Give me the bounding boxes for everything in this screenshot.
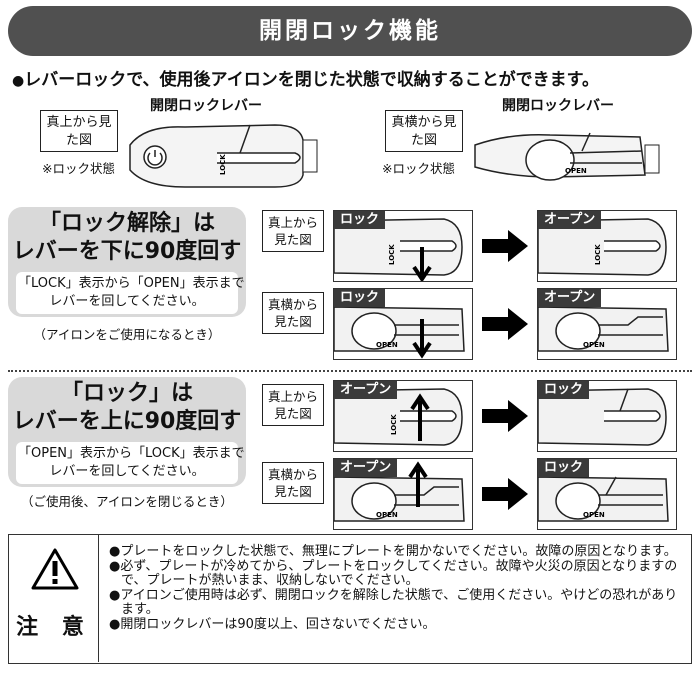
lock-instruction-line2: レバーを回してください。 — [49, 464, 205, 479]
s2-row1-after-tag: ロック — [538, 381, 590, 399]
s2-row1-view-label: 真上から見た図 — [262, 384, 324, 426]
s1-row1-before-tag: ロック — [334, 211, 386, 229]
svg-text:LOCK: LOCK — [594, 244, 602, 265]
bullet: ● — [12, 73, 25, 89]
svg-text:OPEN: OPEN — [376, 341, 398, 349]
top-right-device-illustration: OPEN — [474, 132, 660, 181]
s1-row2-view-label: 真横から見た図 — [262, 292, 324, 334]
top-left-device-illustration: LOCK — [129, 124, 318, 188]
s1-row1-after-frame: LOCK オープン — [537, 210, 677, 282]
s2-row1-after-frame: ロック — [537, 380, 677, 452]
s1-row2-after-tag: オープン — [538, 289, 602, 307]
s1-row2-after-frame: OPEN オープン — [537, 288, 677, 360]
svg-text:OPEN: OPEN — [583, 511, 605, 519]
s1-row1-before-frame: LOCK ロック — [333, 210, 473, 282]
unlock-instruction-line2: レバーを回してください。 — [49, 294, 205, 309]
side-view-lock-lever-down-illustration: OPEN — [334, 306, 465, 359]
top-view-lock-lever-down-illustration: LOCK — [334, 218, 463, 281]
s2-row2-after-tag: ロック — [538, 459, 590, 477]
lead-text: ●レバーロックで、使用後アイロンを閉じた状態で収納することができます。 — [12, 65, 692, 90]
side-view-locked-illustration: OPEN — [538, 476, 669, 522]
caution-item: ●アイロンご使用時は必ず、開閉ロックを解除した状態で、ご使用ください。やけどの恐… — [109, 587, 678, 617]
top-left-note: ※ロック状態 — [42, 161, 115, 176]
right-arrow-icon — [482, 308, 528, 340]
top-right-lever-label: 開閉ロックレバー — [502, 98, 614, 114]
caution-list: ●プレートをロックした状態で、無理にプレートを開かないでください。故障の原因とな… — [109, 544, 687, 632]
unlock-panel: 「ロック解除」は レバーを下に90度回す 「LOCK」表示から「OPEN」表示ま… — [8, 207, 246, 317]
lead-sentence: レバーロックで、使用後アイロンを閉じた状態で収納することができます。 — [24, 70, 599, 90]
s2-row1-before-tag: オープン — [334, 381, 398, 399]
section-title: 開閉ロック機能 — [8, 6, 692, 56]
view-label-text: 真横から見た図 — [391, 115, 457, 148]
warning-triangle-icon — [31, 548, 79, 590]
svg-text:OPEN: OPEN — [376, 511, 398, 519]
s1-row1-view-label: 真上から見た図 — [262, 210, 324, 252]
top-view-lock-lever-up-illustration: LOCK — [334, 388, 463, 446]
unlock-instruction-line1: 「LOCK」表示から「OPEN」表示まで — [18, 276, 245, 291]
top-left-lever-label: 開閉ロックレバー — [150, 98, 262, 114]
top-right-view-label: 真横から見た図 — [385, 110, 463, 152]
svg-text:LOCK: LOCK — [388, 244, 396, 265]
unlock-title-line1: 「ロック解除」は — [38, 211, 215, 236]
right-arrow-icon — [482, 230, 528, 262]
s1-row2-before-frame: OPEN ロック — [333, 288, 473, 360]
side-view-lock-lever-up-illustration: OPEN — [334, 461, 465, 522]
side-view-open-illustration: OPEN — [538, 306, 669, 352]
lock-title-line1: 「ロック」は — [60, 381, 193, 406]
caution-item: ●開閉ロックレバーは90度以上、回さないでください。 — [109, 616, 436, 632]
s2-row2-before-tag: オープン — [334, 459, 398, 477]
top-view-locked-illustration — [538, 388, 667, 446]
s2-row1-before-frame: LOCK オープン — [333, 380, 473, 452]
lock-instruction-line1: 「OPEN」表示から「LOCK」表示まで — [18, 446, 245, 461]
s2-row2-view-label: 真横から見た図 — [262, 462, 324, 504]
lock-title-line2: レバーを上に90度回す — [12, 409, 242, 434]
unlock-title-line2: レバーを下に90度回す — [12, 239, 242, 264]
s2-row2-after-frame: OPEN ロック — [537, 458, 677, 530]
caution-label-column: 注 意 — [9, 535, 99, 662]
svg-text:OPEN: OPEN — [583, 341, 605, 349]
caution-word: 注 意 — [16, 615, 92, 640]
top-left-view-label: 真上から見た図 — [40, 110, 118, 152]
unlock-instruction: 「LOCK」表示から「OPEN」表示まで レバーを回してください。 — [16, 272, 245, 314]
lock-panel: 「ロック」は レバーを上に90度回す 「OPEN」表示から「LOCK」表示まで … — [8, 377, 246, 487]
device-lock-text: LOCK — [219, 154, 227, 175]
unlock-caption: （アイロンをご使用になるとき） — [33, 327, 221, 342]
top-view-open-illustration: LOCK — [538, 218, 667, 276]
caution-box: 注 意 ●プレートをロックした状態で、無理にプレートを開かないでください。故障の… — [8, 534, 692, 664]
view-label-text: 真上から見た図 — [46, 115, 112, 148]
section-divider — [8, 370, 692, 372]
s1-row2-before-tag: ロック — [334, 289, 386, 307]
lock-caption: （ご使用後、アイロンを閉じるとき） — [21, 494, 233, 509]
right-arrow-icon — [482, 478, 528, 510]
right-arrow-icon — [482, 400, 528, 432]
s2-row2-before-frame: OPEN オープン — [333, 458, 473, 530]
caution-item: ●必ず、プレートが冷めてから、プレートをロックしてください。故障や火災の原因とな… — [109, 558, 678, 588]
lock-instruction: 「OPEN」表示から「LOCK」表示まで レバーを回してください。 — [16, 442, 245, 484]
top-right-note: ※ロック状態 — [382, 161, 455, 176]
s1-row1-after-tag: オープン — [538, 211, 602, 229]
device-open-text: OPEN — [565, 167, 587, 175]
caution-item: ●プレートをロックした状態で、無理にプレートを開かないでください。故障の原因とな… — [109, 544, 677, 559]
svg-text:LOCK: LOCK — [390, 414, 398, 435]
